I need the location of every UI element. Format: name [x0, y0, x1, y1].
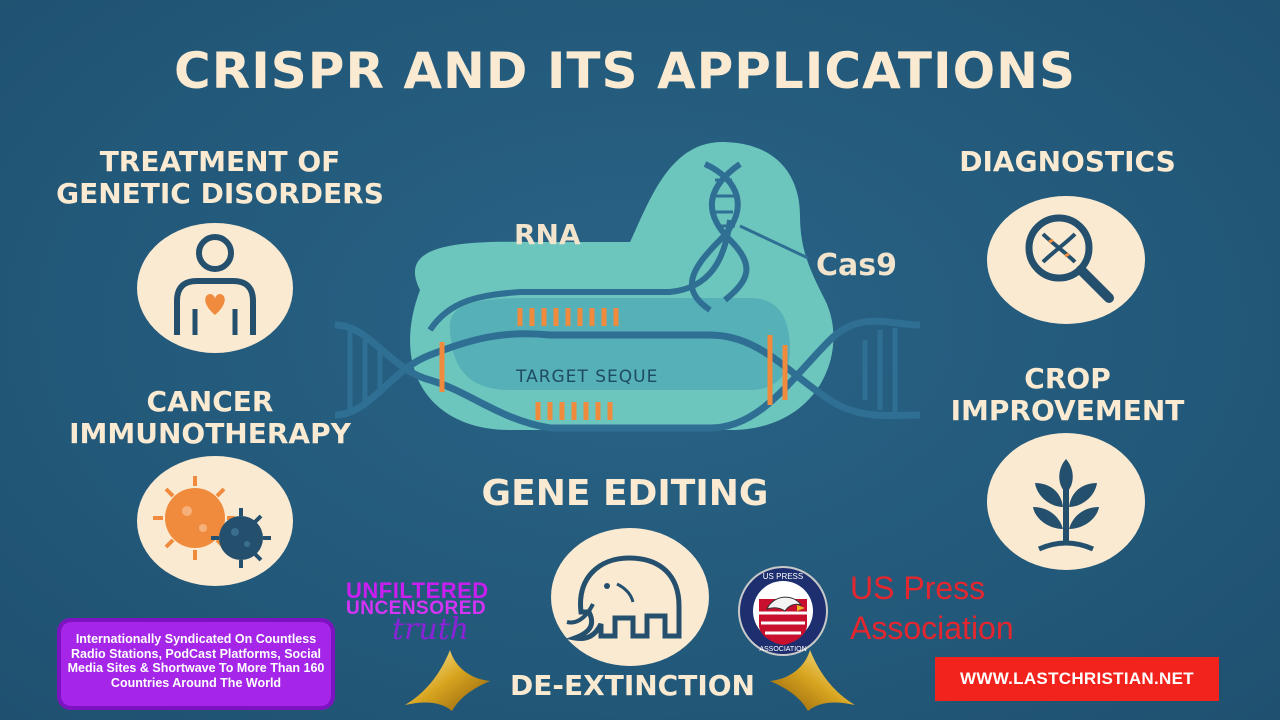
magnifier-dna-icon — [1025, 214, 1114, 303]
de-extinction-circle — [551, 528, 709, 666]
gold-wing-right-icon — [770, 650, 855, 711]
treatment-label: TREATMENT OF GENETIC DISORDERS — [56, 145, 384, 210]
crop-circle — [987, 433, 1145, 570]
gene-editing-label: GENE EDITING — [481, 473, 769, 514]
cas9-label: Cas9 — [816, 248, 897, 283]
seal-top-text: US PRESS — [763, 572, 803, 581]
uncensored-text: UNCENSORED — [346, 598, 487, 619]
mammoth-icon — [565, 555, 682, 641]
gold-wing-left-icon — [405, 650, 490, 711]
diagnostics-label: DIAGNOSTICS — [959, 145, 1176, 178]
cancer-label: CANCER IMMUNOTHERAPY — [69, 385, 351, 450]
unfiltered-text: UNFILTERED — [346, 578, 489, 603]
crispr-diagram — [334, 141, 921, 432]
seal-bottom-text: ASSOCIATION — [759, 646, 806, 653]
plant-sprout-icon — [1033, 459, 1099, 552]
person-heart-icon — [174, 234, 256, 335]
de-extinction-label: DE-EXTINCTION — [510, 669, 755, 702]
diagnostics-circle — [987, 196, 1145, 324]
cancer-circle — [137, 456, 293, 586]
page-title: CRISPR AND ITS APPLICATIONS — [174, 42, 1076, 100]
syndication-box: Internationally Syndicated On Countless … — [57, 618, 335, 710]
website-url[interactable]: WWW.LASTCHRISTIAN.NET — [960, 669, 1194, 688]
target-sequence-label: TARGET SEQUE — [516, 367, 659, 387]
virus-cells-icon — [153, 476, 271, 568]
website-link[interactable]: WWW.LASTCHRISTIAN.NET — [935, 657, 1219, 701]
truth-text: truth — [392, 612, 470, 647]
crop-label: CROP IMPROVEMENT — [950, 362, 1185, 427]
treatment-circle — [137, 223, 293, 353]
us-press-association-name: US Press Association — [850, 570, 1014, 646]
rna-label: RNA — [514, 218, 581, 251]
syndication-text: Internationally Syndicated On Countless … — [67, 632, 325, 690]
us-press-seal-logo: US PRESS ASSOCIATION — [738, 566, 828, 656]
